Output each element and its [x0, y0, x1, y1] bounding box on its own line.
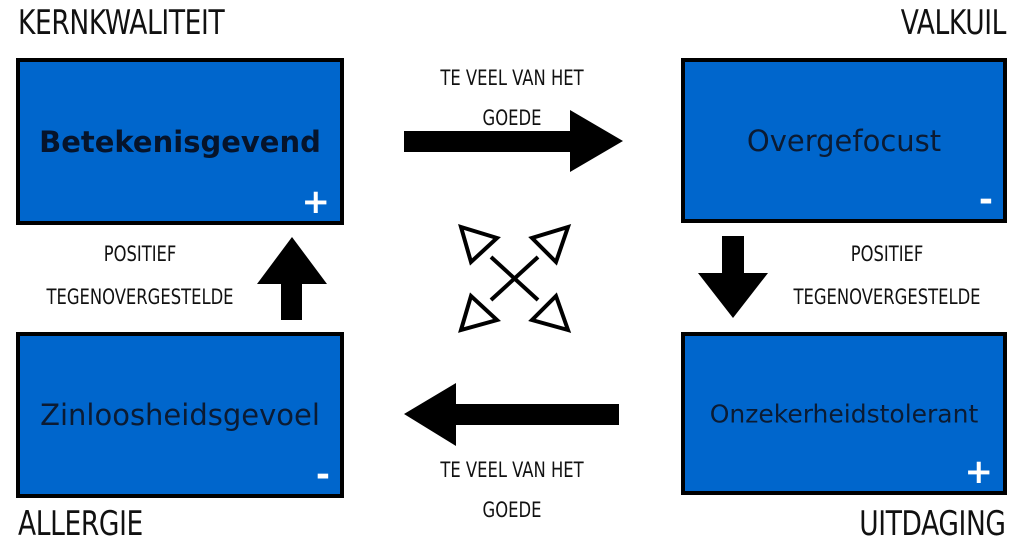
minus-sign: - [978, 180, 993, 220]
box-kernkwaliteit: Betekenisgevend + [16, 58, 344, 225]
box-valkuil: Overgefocust - [681, 58, 1007, 223]
label-top-arrow: TE VEEL VAN HET GOEDE [440, 66, 584, 130]
label-right-line2: TEGENOVERGESTELDE [793, 285, 981, 309]
plus-sign: + [301, 182, 331, 222]
label-bottom-arrow: TE VEEL VAN HET GOEDE [440, 458, 584, 522]
arrow-up-icon [257, 237, 327, 320]
arrow-down-icon [698, 236, 768, 318]
box-allergie: Zinloosheidsgevoel - [16, 332, 344, 498]
label-right-line1: POSITIEF [850, 242, 924, 266]
label-left-line1: POSITIEF [103, 242, 177, 266]
corner-label-allergie: ALLERGIE [18, 504, 143, 544]
corner-label-kernkwaliteit: KERNKWALITEIT [18, 3, 225, 43]
box-title: Zinloosheidsgevoel [40, 398, 320, 432]
label-left-line2: TEGENOVERGESTELDE [46, 285, 234, 309]
corner-label-valkuil: VALKUIL [900, 3, 1007, 43]
box-title: Betekenisgevend [39, 124, 321, 159]
box-title: Overgefocust [746, 123, 942, 158]
cross-arrows-icon [458, 223, 572, 333]
plus-sign: + [964, 452, 994, 492]
box-title: Onzekerheidstolerant [709, 399, 979, 428]
box-uitdaging: Onzekerheidstolerant + [681, 332, 1007, 495]
arrow-left-icon [404, 383, 619, 446]
corner-label-uitdaging: UITDAGING [859, 504, 1007, 544]
minus-sign: - [315, 455, 330, 495]
arrow-right-icon [404, 110, 623, 172]
